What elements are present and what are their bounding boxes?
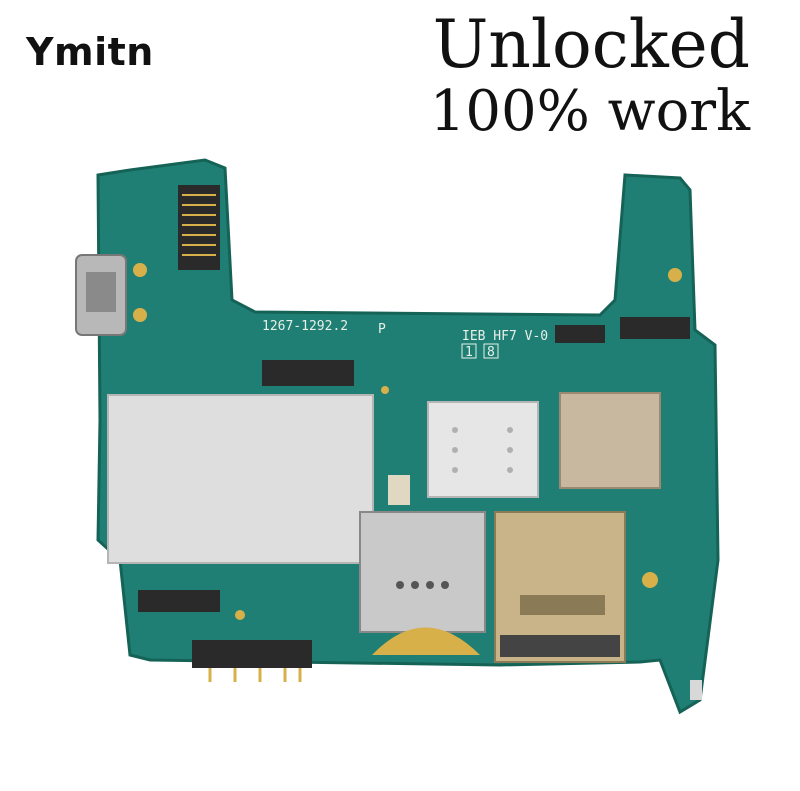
rf-shield-large [107, 394, 374, 564]
gold-pads [133, 263, 682, 620]
battery-connector [192, 640, 312, 668]
brand-name: Ymitn [26, 30, 154, 74]
rf-shield-center [427, 401, 539, 498]
headline-unlocked: Unlocked [432, 6, 750, 83]
silk-code: IEB HF7 V-0 [462, 329, 548, 344]
contact-pads-arc [372, 627, 480, 655]
silk-box-1: 1 [465, 345, 473, 360]
silk-box-2: 8 [487, 345, 495, 360]
sd-card-slot [359, 511, 486, 633]
flex-connector-middle [262, 360, 354, 386]
flex-connector-right [620, 317, 690, 339]
headline-100-work: 100% work [429, 79, 750, 144]
headline: Unlocked 100% work [430, 12, 750, 140]
flex-connector-top-left [178, 185, 220, 270]
flex-connector-right-small [555, 325, 605, 343]
silk-part-number: 1267-1292.2 [262, 319, 348, 334]
silk-rev-mark: P [378, 322, 386, 337]
flex-connector-bottom-left [138, 590, 220, 612]
processor-shield [559, 392, 661, 489]
